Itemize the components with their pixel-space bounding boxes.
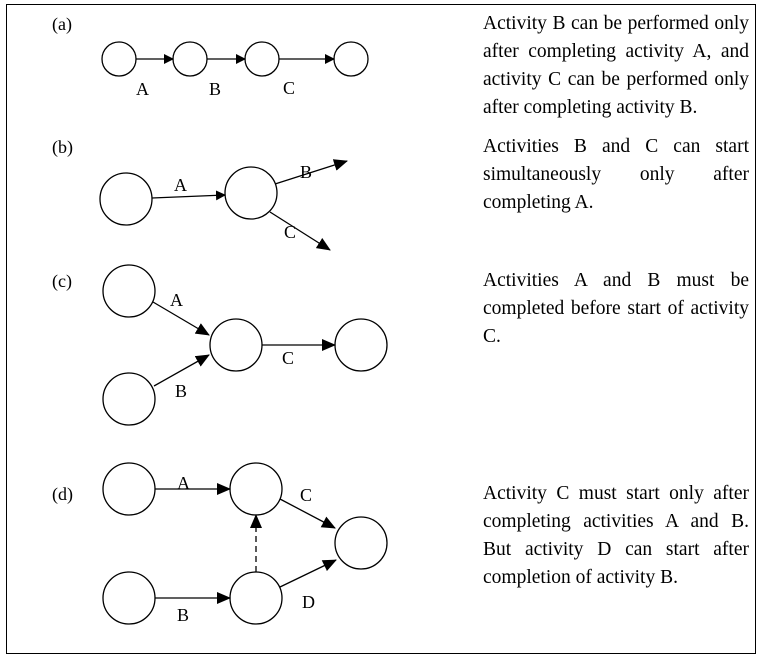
panel-b-description: Activities B and C can start simultaneou… <box>483 136 749 213</box>
panel-c-description: Activities A and B must be completed bef… <box>483 270 749 347</box>
panel-b-edge-label-a: A <box>174 175 187 195</box>
panel-b-edge-label-c: C <box>284 222 296 242</box>
panel-d-node-4 <box>229 571 283 625</box>
panel-d-node-5 <box>334 516 388 570</box>
panel-b-arrow-a <box>151 190 226 201</box>
panel-b: (b) A B C <box>52 137 348 251</box>
panel-a-edge-label-b: B <box>209 79 221 99</box>
panel-c: (c) A B C <box>52 264 388 426</box>
panel-a-node-4 <box>333 41 369 77</box>
panel-a-edge-label-c: C <box>283 78 295 98</box>
panel-c-edge-label-b: B <box>175 381 187 401</box>
panel-c-edge-label-c: C <box>282 348 294 368</box>
panel-a: (a) A B C <box>52 14 369 99</box>
panel-a-node-3 <box>244 41 280 77</box>
panel-b-node-1 <box>99 172 153 226</box>
panel-d: (d) A B C D <box>52 462 388 625</box>
panel-a-node-2 <box>172 41 208 77</box>
panel-c-node-1 <box>102 264 156 318</box>
panel-c-label: (c) <box>52 271 72 292</box>
panel-d-node-3 <box>229 462 283 516</box>
panel-b-edge-label-b: B <box>300 162 312 182</box>
panel-d-arrow-d <box>279 559 337 588</box>
panel-a-label: (a) <box>52 14 72 35</box>
panel-d-edge-label-c: C <box>300 485 312 505</box>
panel-d-node-2 <box>102 571 156 625</box>
panel-d-edge-label-a: A <box>177 473 190 493</box>
panel-d-description: Activity C must start only after complet… <box>483 483 749 588</box>
panel-d-edge-label-b: B <box>177 605 189 625</box>
panel-c-edge-label-a: A <box>170 290 183 310</box>
panel-b-arrow-c <box>269 211 331 251</box>
panel-a-edge-label-a: A <box>136 79 149 99</box>
panel-c-node-3 <box>209 318 263 372</box>
panel-a-node-1 <box>101 41 137 77</box>
panel-c-node-2 <box>102 372 156 426</box>
panel-d-label: (d) <box>52 484 73 505</box>
panel-a-description: Activity B can be performed only after c… <box>483 13 749 118</box>
panel-d-arrow-c <box>279 498 336 529</box>
panel-b-label: (b) <box>52 137 73 158</box>
panel-d-edge-label-d: D <box>302 592 315 612</box>
panel-c-arrow-a <box>152 301 210 336</box>
panel-c-node-4 <box>334 318 388 372</box>
panel-b-node-2 <box>224 166 278 220</box>
figure-frame <box>6 4 756 654</box>
panel-b-arrow-b <box>274 159 348 185</box>
panel-c-arrow-b <box>153 354 210 387</box>
panel-d-node-1 <box>102 462 156 516</box>
